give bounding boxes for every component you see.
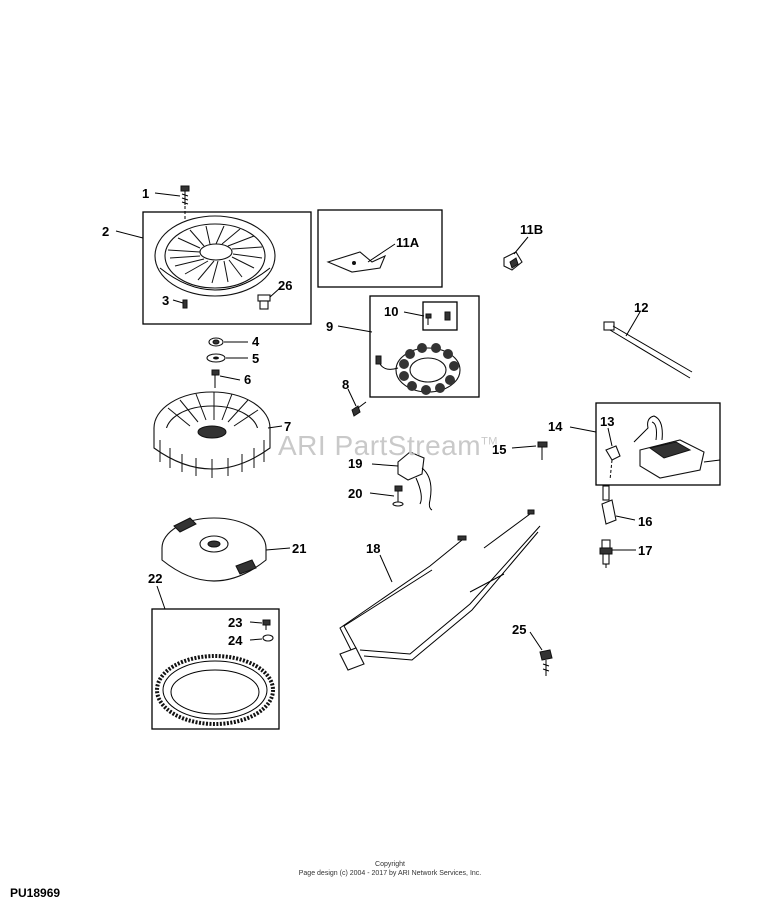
callout-25: 25 xyxy=(512,622,526,637)
callout-9: 9 xyxy=(326,319,333,334)
part-7-flywheel-fan[interactable] xyxy=(153,391,271,478)
part-22-box xyxy=(151,608,280,730)
part-26-fitting[interactable] xyxy=(257,294,271,310)
callout-1: 1 xyxy=(142,186,149,201)
part-17-spark-plug[interactable] xyxy=(599,539,613,568)
callout-6: 6 xyxy=(244,372,251,387)
callout-8: 8 xyxy=(342,377,349,392)
part-10-screws[interactable] xyxy=(425,311,451,325)
callout-10: 10 xyxy=(384,304,398,319)
callout-19: 19 xyxy=(348,456,362,471)
diagram-id: PU18969 xyxy=(10,886,61,900)
callout-12: 12 xyxy=(634,300,648,315)
callout-15: 15 xyxy=(492,442,506,457)
callout-11b: 11B xyxy=(520,222,543,237)
callout-20: 20 xyxy=(348,486,362,501)
watermark: ARI PartStreamTM xyxy=(278,430,498,461)
part-16-spark-plug-boot[interactable] xyxy=(601,485,617,525)
part-14-ignition-coil[interactable] xyxy=(633,415,721,479)
copyright-notice: Copyright Page design (c) 2004 - 2017 by… xyxy=(290,860,490,878)
part-2-box xyxy=(142,211,312,325)
part-13-connector[interactable] xyxy=(605,445,621,481)
callout-21: 21 xyxy=(292,541,306,556)
part-11a-shield[interactable] xyxy=(326,251,387,273)
part-25-bolt[interactable] xyxy=(539,649,553,676)
callout-16: 16 xyxy=(638,514,652,529)
part-11a-box xyxy=(317,209,443,288)
part-15-screw[interactable] xyxy=(537,441,548,460)
callout-labels: 1 2 3 26 11A 11B 9 10 12 4 5 6 8 7 14 13… xyxy=(102,186,652,648)
part-20-screw[interactable] xyxy=(392,485,404,507)
part-4-nut[interactable] xyxy=(208,337,224,347)
part-14-box xyxy=(595,402,721,486)
part-2-fan-housing[interactable] xyxy=(154,215,276,297)
leader-lines xyxy=(115,192,641,651)
part-19-regulator[interactable] xyxy=(397,451,433,511)
part-9-stator[interactable] xyxy=(375,343,461,395)
callout-13: 13 xyxy=(600,414,614,429)
part-23-screw[interactable] xyxy=(262,619,271,630)
copyright-label: Copyright xyxy=(375,861,405,868)
callout-7: 7 xyxy=(284,419,291,434)
part-18-wiring-harness[interactable] xyxy=(339,509,541,671)
callout-11a: 11A xyxy=(396,235,420,250)
part-3-pin[interactable] xyxy=(182,299,188,309)
part-5-washer[interactable] xyxy=(206,353,226,363)
callout-4: 4 xyxy=(252,334,260,349)
part-9-box xyxy=(369,295,480,398)
callout-2: 2 xyxy=(102,224,109,239)
part-11b-clip[interactable] xyxy=(503,251,523,271)
copyright-text: Page design (c) 2004 - 2017 by ARI Netwo… xyxy=(298,870,482,877)
callout-17: 17 xyxy=(638,543,652,558)
callout-14: 14 xyxy=(548,419,563,434)
part-22-ring-gear[interactable] xyxy=(155,654,275,726)
part-12-cable-tie[interactable] xyxy=(603,321,693,379)
callout-18: 18 xyxy=(366,541,380,556)
part-21-flywheel[interactable] xyxy=(161,517,267,582)
callout-22: 22 xyxy=(148,571,162,586)
callout-26: 26 xyxy=(278,278,292,293)
part-24-nut[interactable] xyxy=(262,634,274,642)
part-6-screw[interactable] xyxy=(211,369,220,388)
callout-3: 3 xyxy=(162,293,169,308)
callout-5: 5 xyxy=(252,351,259,366)
callout-24: 24 xyxy=(228,633,243,648)
callout-23: 23 xyxy=(228,615,242,630)
part-8-screw[interactable] xyxy=(351,401,367,417)
